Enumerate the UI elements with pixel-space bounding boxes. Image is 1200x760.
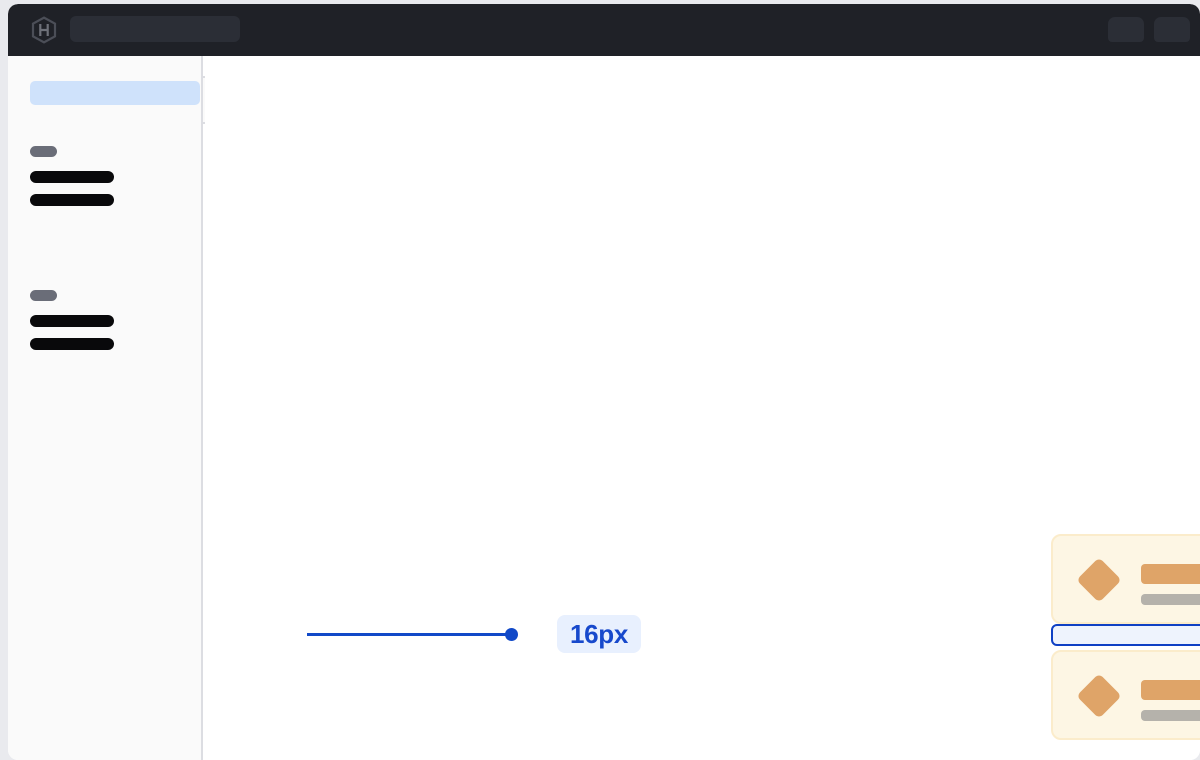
sidebar-item-2-2[interactable] [30, 338, 114, 350]
sidebar-group-2-heading [30, 290, 57, 301]
spacing-measure-bar [1051, 624, 1200, 646]
app-window: 16px [8, 4, 1200, 760]
content-card[interactable] [1051, 650, 1200, 740]
topbar-action-1[interactable] [1108, 17, 1144, 42]
sidebar-group-2 [30, 290, 114, 361]
card-title [1141, 564, 1200, 584]
sidebar [8, 56, 203, 760]
card-subtitle [1141, 710, 1200, 721]
measure-endpoint-dot [505, 628, 518, 641]
sidebar-item-1-2[interactable] [30, 194, 114, 206]
hexagon-h-logo-icon[interactable] [30, 16, 58, 44]
spacing-value-badge: 16px [557, 615, 641, 653]
topbar-action-2[interactable] [1154, 17, 1190, 42]
content-card[interactable] [1051, 534, 1200, 624]
diamond-icon [1076, 673, 1122, 719]
diamond-icon [1076, 557, 1122, 603]
sidebar-group-1 [30, 146, 114, 217]
global-search-input[interactable] [70, 16, 240, 42]
measure-leader-line [307, 633, 513, 636]
spacing-value-label: 16px [569, 619, 629, 649]
top-bar [8, 4, 1200, 56]
main-canvas: 16px [205, 56, 1200, 760]
sidebar-item-2-1[interactable] [30, 315, 114, 327]
sidebar-group-1-heading [30, 146, 57, 157]
card-subtitle [1141, 594, 1200, 605]
sidebar-item-active[interactable] [30, 81, 200, 105]
card-title [1141, 680, 1200, 700]
sidebar-item-1-1[interactable] [30, 171, 114, 183]
